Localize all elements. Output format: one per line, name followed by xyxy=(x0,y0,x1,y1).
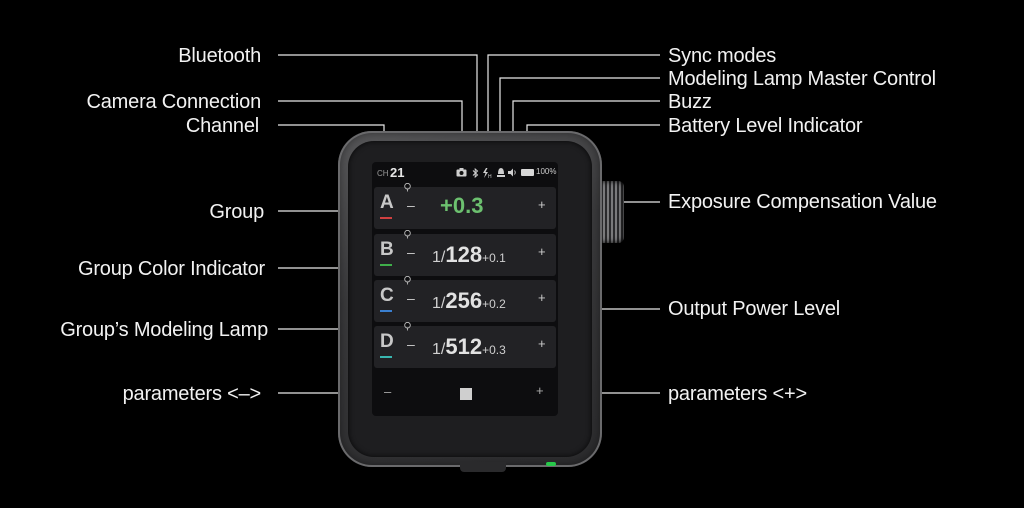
exposure-compensation-value: +0.3 xyxy=(440,193,484,218)
sync-icon: H xyxy=(482,168,492,180)
status-bar: CH 21 H 100% xyxy=(377,165,557,181)
channel-prefix: CH xyxy=(377,169,389,178)
increase-button[interactable]: + xyxy=(538,290,546,305)
label-channel: Channel xyxy=(185,115,259,137)
output-power-value: 1/512+0.3 xyxy=(432,334,506,359)
label-camera-connection: Camera Connection xyxy=(86,91,262,113)
group-letter: A xyxy=(380,192,394,213)
label-buzz: Buzz xyxy=(668,91,712,113)
decrease-button[interactable]: – xyxy=(407,197,415,213)
group-row-d[interactable]: D – 1/512+0.3 + xyxy=(374,321,556,368)
parameter-decrease-button[interactable]: – xyxy=(384,384,392,399)
group-letter: B xyxy=(380,239,394,260)
group-row-a[interactable]: A – +0.3 + xyxy=(374,182,556,229)
bottom-connector xyxy=(460,462,506,472)
bulb-icon xyxy=(404,229,411,241)
label-sync-modes: Sync modes xyxy=(668,45,777,67)
group-color-indicator xyxy=(380,264,392,266)
label-group-color-indicator: Group Color Indicator xyxy=(77,258,265,280)
parameter-increase-button[interactable]: + xyxy=(536,383,544,398)
decrease-button[interactable]: – xyxy=(407,290,415,306)
battery-percent: 100% xyxy=(536,167,557,176)
group-color-indicator xyxy=(380,356,392,358)
output-power-value: 1/256+0.2 xyxy=(432,288,506,313)
label-parameters-minus: parameters <–> xyxy=(122,383,262,405)
group-letter: C xyxy=(380,285,394,306)
group-row-b[interactable]: B – 1/128+0.1 + xyxy=(374,229,556,276)
label-group: Group xyxy=(209,201,264,223)
group-color-indicator xyxy=(380,217,392,219)
increase-button[interactable]: + xyxy=(538,336,546,351)
camera-icon xyxy=(456,168,467,179)
label-group-modeling-lamp: Group’s Modeling Lamp xyxy=(60,319,268,341)
stop-icon[interactable] xyxy=(460,388,472,400)
group-row-c[interactable]: C – 1/256+0.2 + xyxy=(374,275,556,322)
label-battery-level: Battery Level Indicator xyxy=(668,115,863,137)
group-color-indicator xyxy=(380,310,392,312)
bulb-icon xyxy=(404,182,411,194)
group-letter: D xyxy=(380,331,394,352)
increase-button[interactable]: + xyxy=(538,197,546,212)
label-modeling-lamp-master: Modeling Lamp Master Control xyxy=(668,68,936,90)
decrease-button[interactable]: – xyxy=(407,336,415,352)
decrease-button[interactable]: – xyxy=(407,244,415,260)
parameter-bar: – + xyxy=(374,370,556,416)
battery-icon xyxy=(521,169,534,176)
output-power-value: 1/128+0.1 xyxy=(432,242,506,267)
speaker-icon xyxy=(508,168,518,179)
label-exposure-compensation: Exposure Compensation Value xyxy=(668,191,937,213)
bulb-icon xyxy=(404,275,411,287)
lamp-icon xyxy=(497,168,505,179)
svg-text:H: H xyxy=(488,174,492,178)
channel-number: 21 xyxy=(390,165,405,180)
status-led xyxy=(546,462,556,466)
bulb-icon xyxy=(404,321,411,333)
label-output-power: Output Power Level xyxy=(668,298,841,320)
label-parameters-plus: parameters <+> xyxy=(668,383,807,405)
bluetooth-icon xyxy=(472,167,479,181)
label-bluetooth: Bluetooth xyxy=(178,45,261,67)
increase-button[interactable]: + xyxy=(538,244,546,259)
